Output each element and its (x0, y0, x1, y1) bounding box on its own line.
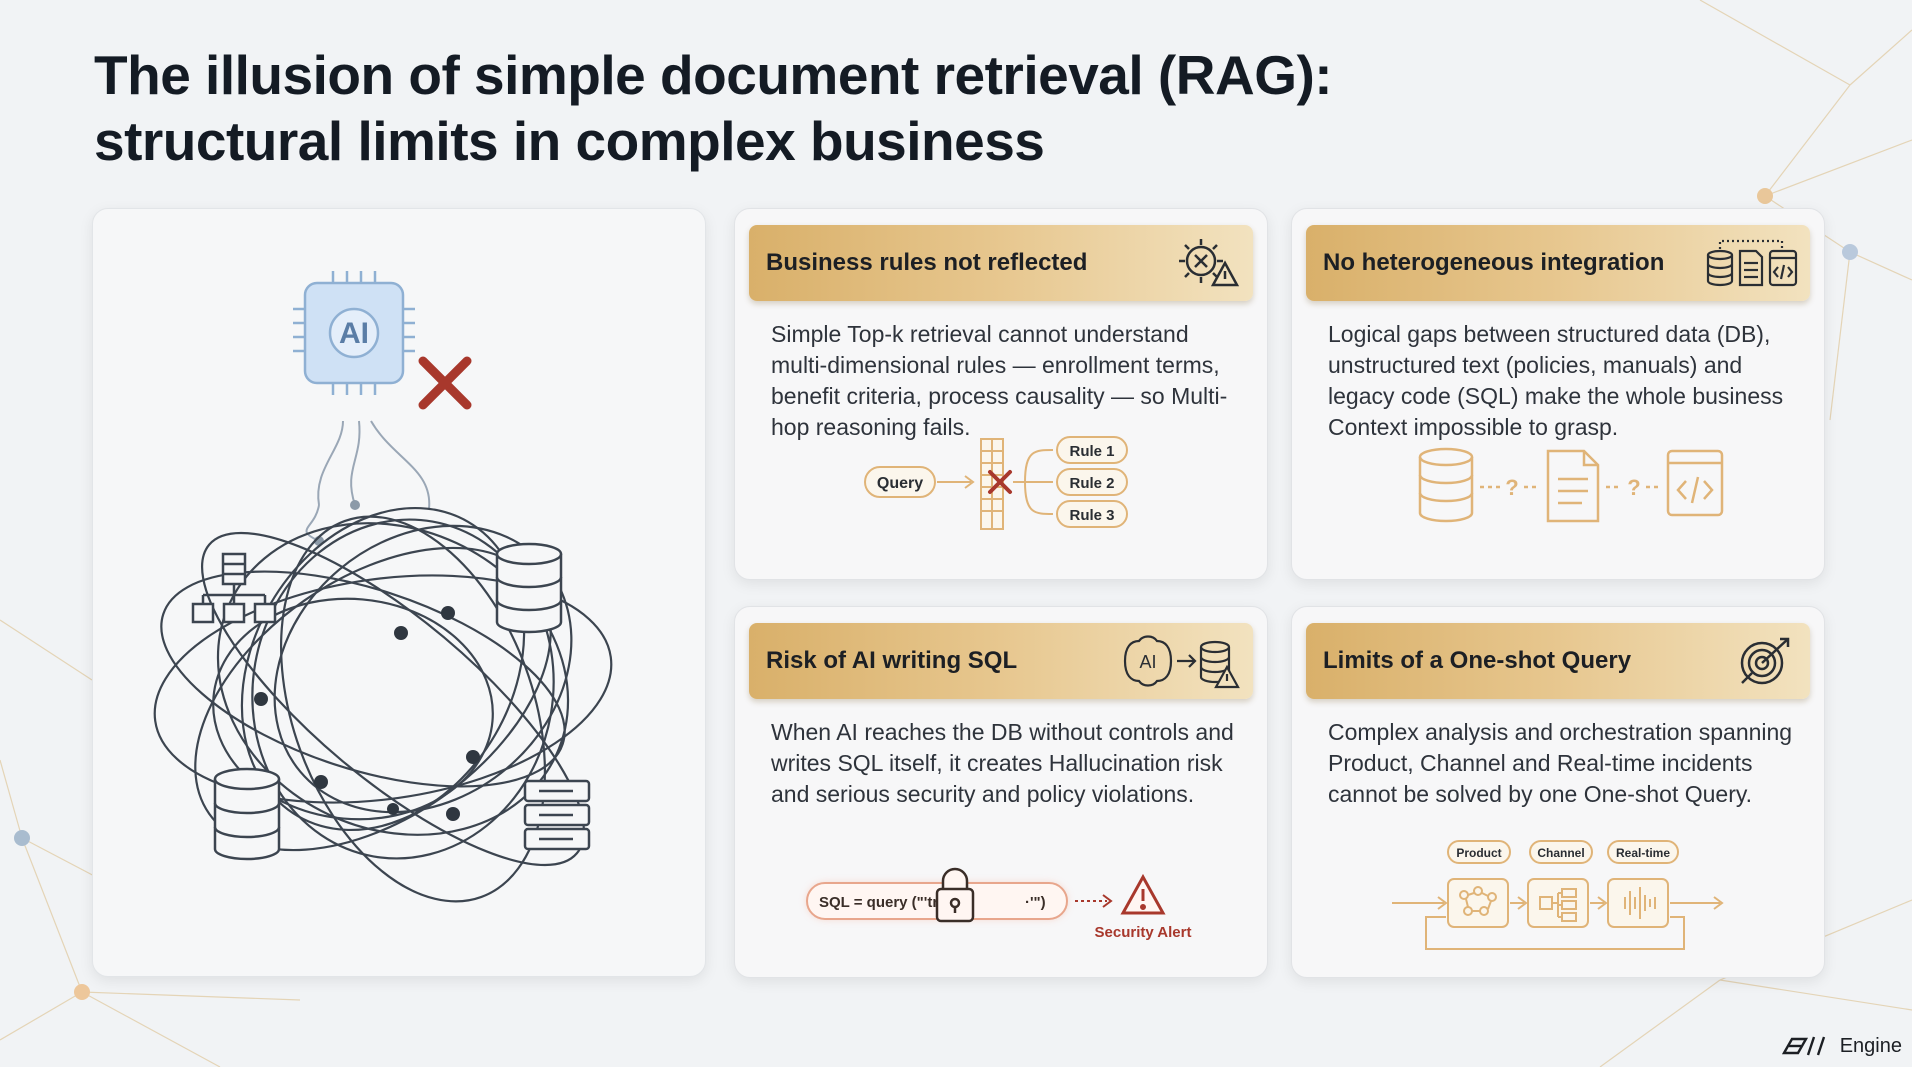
card-body: Logical gaps between structured data (DB… (1328, 321, 1784, 440)
gap-question-mark: ? (1505, 475, 1518, 500)
brand-mark-icon (1781, 1036, 1825, 1056)
tangled-data-panel: AI (92, 208, 706, 977)
query-label: Query (877, 475, 923, 492)
card-title: Business rules not reflected (766, 249, 1088, 276)
card-title: Limits of a One-shot Query (1323, 647, 1632, 674)
title-line-1: The illusion of simple document retrieva… (94, 44, 1333, 106)
gap-question-mark: ? (1627, 475, 1640, 500)
code-window-icon (1666, 449, 1724, 517)
card-header: Limits of a One-shot Query (1306, 623, 1810, 699)
rule-pill (1056, 436, 1128, 464)
rule-pill (1056, 500, 1128, 528)
product-pill (1447, 840, 1511, 864)
gear-warning-icon (1179, 239, 1240, 287)
tangled-lines (153, 506, 613, 903)
sql-security-illustration: SQL = query ("'trable' ·'") Security Ale… (806, 867, 1192, 941)
hierarchy-icon (191, 552, 277, 624)
sql-text-tail: ·'") (1025, 894, 1046, 911)
card-header: Business rules not reflected (749, 225, 1253, 301)
realtime-label: Real-time (1616, 846, 1670, 860)
card-heterogeneous-integration: No heterogeneous integration Logical gap… (1291, 208, 1825, 580)
database-icon (213, 767, 281, 861)
query-pill (864, 466, 936, 498)
card-title: No heterogeneous integration (1323, 249, 1665, 276)
card-body: Simple Top-k retrieval cannot understand… (771, 321, 1228, 440)
card-body: Complex analysis and orchestration spann… (1328, 719, 1793, 807)
title-line-2: structural limits in complex business (94, 110, 1045, 172)
realtime-pill (1607, 840, 1679, 864)
page-title: The illusion of simple document retrieva… (94, 42, 1494, 174)
card-business-rules: Business rules not reflected Simple Top-… (734, 208, 1268, 580)
card-ai-sql-risk: Risk of AI writing SQL AI When AI reache… (734, 606, 1268, 978)
ai-to-database-icon: AI (1123, 635, 1240, 689)
target-icon (1740, 637, 1790, 685)
rule-label: Rule 1 (1069, 443, 1114, 460)
card-header: Risk of AI writing SQL AI (749, 623, 1253, 699)
blocked-x-icon (988, 470, 1012, 494)
realtime-box (1607, 878, 1669, 928)
card-header: No heterogeneous integration (1306, 225, 1810, 301)
rule-label: Rule 2 (1069, 475, 1114, 492)
rules-flow-illustration: Query Rule 1 Rule 2 Rule 3 (864, 436, 1128, 530)
ai-chip-icon (293, 271, 415, 395)
channel-pill (1529, 840, 1593, 864)
db-doc-code-icon (1706, 239, 1798, 287)
error-x-icon (418, 356, 472, 410)
database-icon (495, 542, 563, 634)
ai-icon-label: AI (1139, 652, 1156, 672)
sql-text: SQL = query ("'trable' (819, 894, 972, 911)
card-title: Risk of AI writing SQL (766, 647, 1018, 674)
tangled-data-illustration: AI (153, 271, 613, 903)
security-alert-label: Security Alert (1095, 924, 1192, 941)
firewall-icon (980, 438, 1004, 530)
database-icon (1418, 447, 1474, 523)
integration-gap-illustration: ? ? (1418, 447, 1724, 523)
document-icon (1546, 449, 1600, 523)
brand-logo: Engine (1780, 1033, 1902, 1059)
brand-name: Engine (1839, 1034, 1902, 1057)
product-label: Product (1456, 846, 1501, 860)
lock-icon (935, 867, 975, 923)
rule-label: Rule 3 (1069, 507, 1114, 524)
ai-chip-label: AI (339, 317, 369, 350)
rule-pill (1056, 468, 1128, 496)
card-one-shot-query: Limits of a One-shot Query Complex analy… (1291, 606, 1825, 978)
server-icon (523, 779, 591, 851)
orchestration-flow-illustration: Product Channel Real-time (1392, 840, 1724, 950)
card-body: When AI reaches the DB without controls … (771, 719, 1234, 807)
channel-label: Channel (1537, 846, 1584, 860)
warning-icon (1120, 873, 1166, 915)
